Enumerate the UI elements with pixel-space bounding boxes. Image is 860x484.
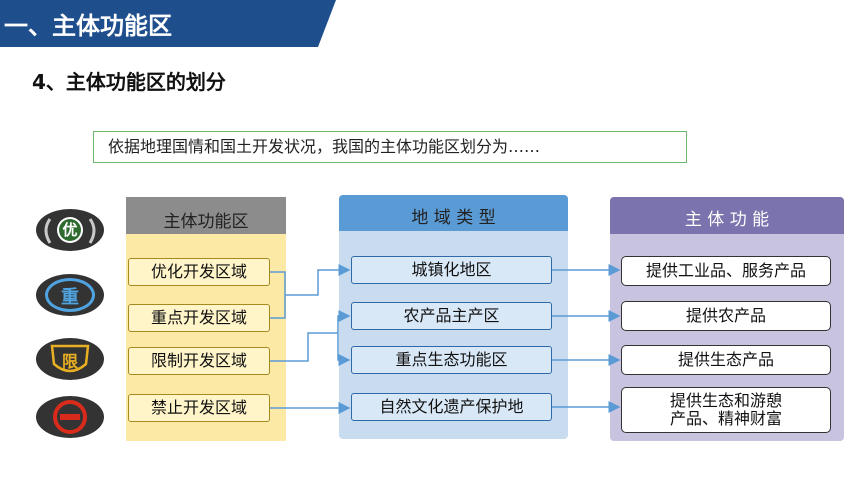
function-agricultural: 提供农产品 <box>621 301 831 331</box>
badge-you-char: 优 <box>62 221 78 239</box>
zone-prohibited: 禁止开发区域 <box>128 394 270 422</box>
shield-badge-icon: 限 <box>36 338 104 380</box>
function-recreation-line1: 提供生态和游憩 <box>669 391 782 410</box>
regions-header-bar <box>339 195 568 231</box>
function-industrial: 提供工业品、服务产品 <box>621 256 831 286</box>
zone-key: 重点开发区域 <box>128 304 270 332</box>
function-ecological: 提供生态产品 <box>621 345 831 375</box>
zone-optimized: 优化开发区域 <box>128 258 270 286</box>
function-recreation-line2: 产品、精神财富 <box>669 409 782 428</box>
prohibited-badge-icon <box>36 396 104 438</box>
blue-ring-badge-icon: 重 <box>36 274 104 316</box>
region-heritage: 自然文化遗产保护地 <box>351 393 552 421</box>
page-title: 一、主体功能区 <box>4 12 172 40</box>
functions-header-bar <box>610 197 844 234</box>
section-subtitle: 4、主体功能区的划分 <box>32 70 226 94</box>
regions-header: 地 域 类 型 <box>411 208 496 228</box>
laurel-badge-icon: 优 <box>36 209 104 251</box>
function-recreation: 提供生态和游憩 产品、精神财富 <box>621 387 831 433</box>
zones-header: 主体功能区 <box>163 212 249 232</box>
zone-restricted: 限制开发区域 <box>128 347 270 375</box>
zones-header-bar <box>126 197 286 234</box>
region-ecological: 重点生态功能区 <box>351 346 552 374</box>
badge-zhong-char: 重 <box>61 287 79 308</box>
title-banner <box>0 0 336 47</box>
region-urban: 城镇化地区 <box>351 256 552 284</box>
badge-xian-char: 限 <box>61 352 78 371</box>
intro-text-box: 依据地理国情和国土开发状况，我国的主体功能区划分为…… <box>93 131 687 163</box>
region-agricultural: 农产品主产区 <box>351 302 552 330</box>
functions-header: 主 体 功 能 <box>684 210 770 230</box>
